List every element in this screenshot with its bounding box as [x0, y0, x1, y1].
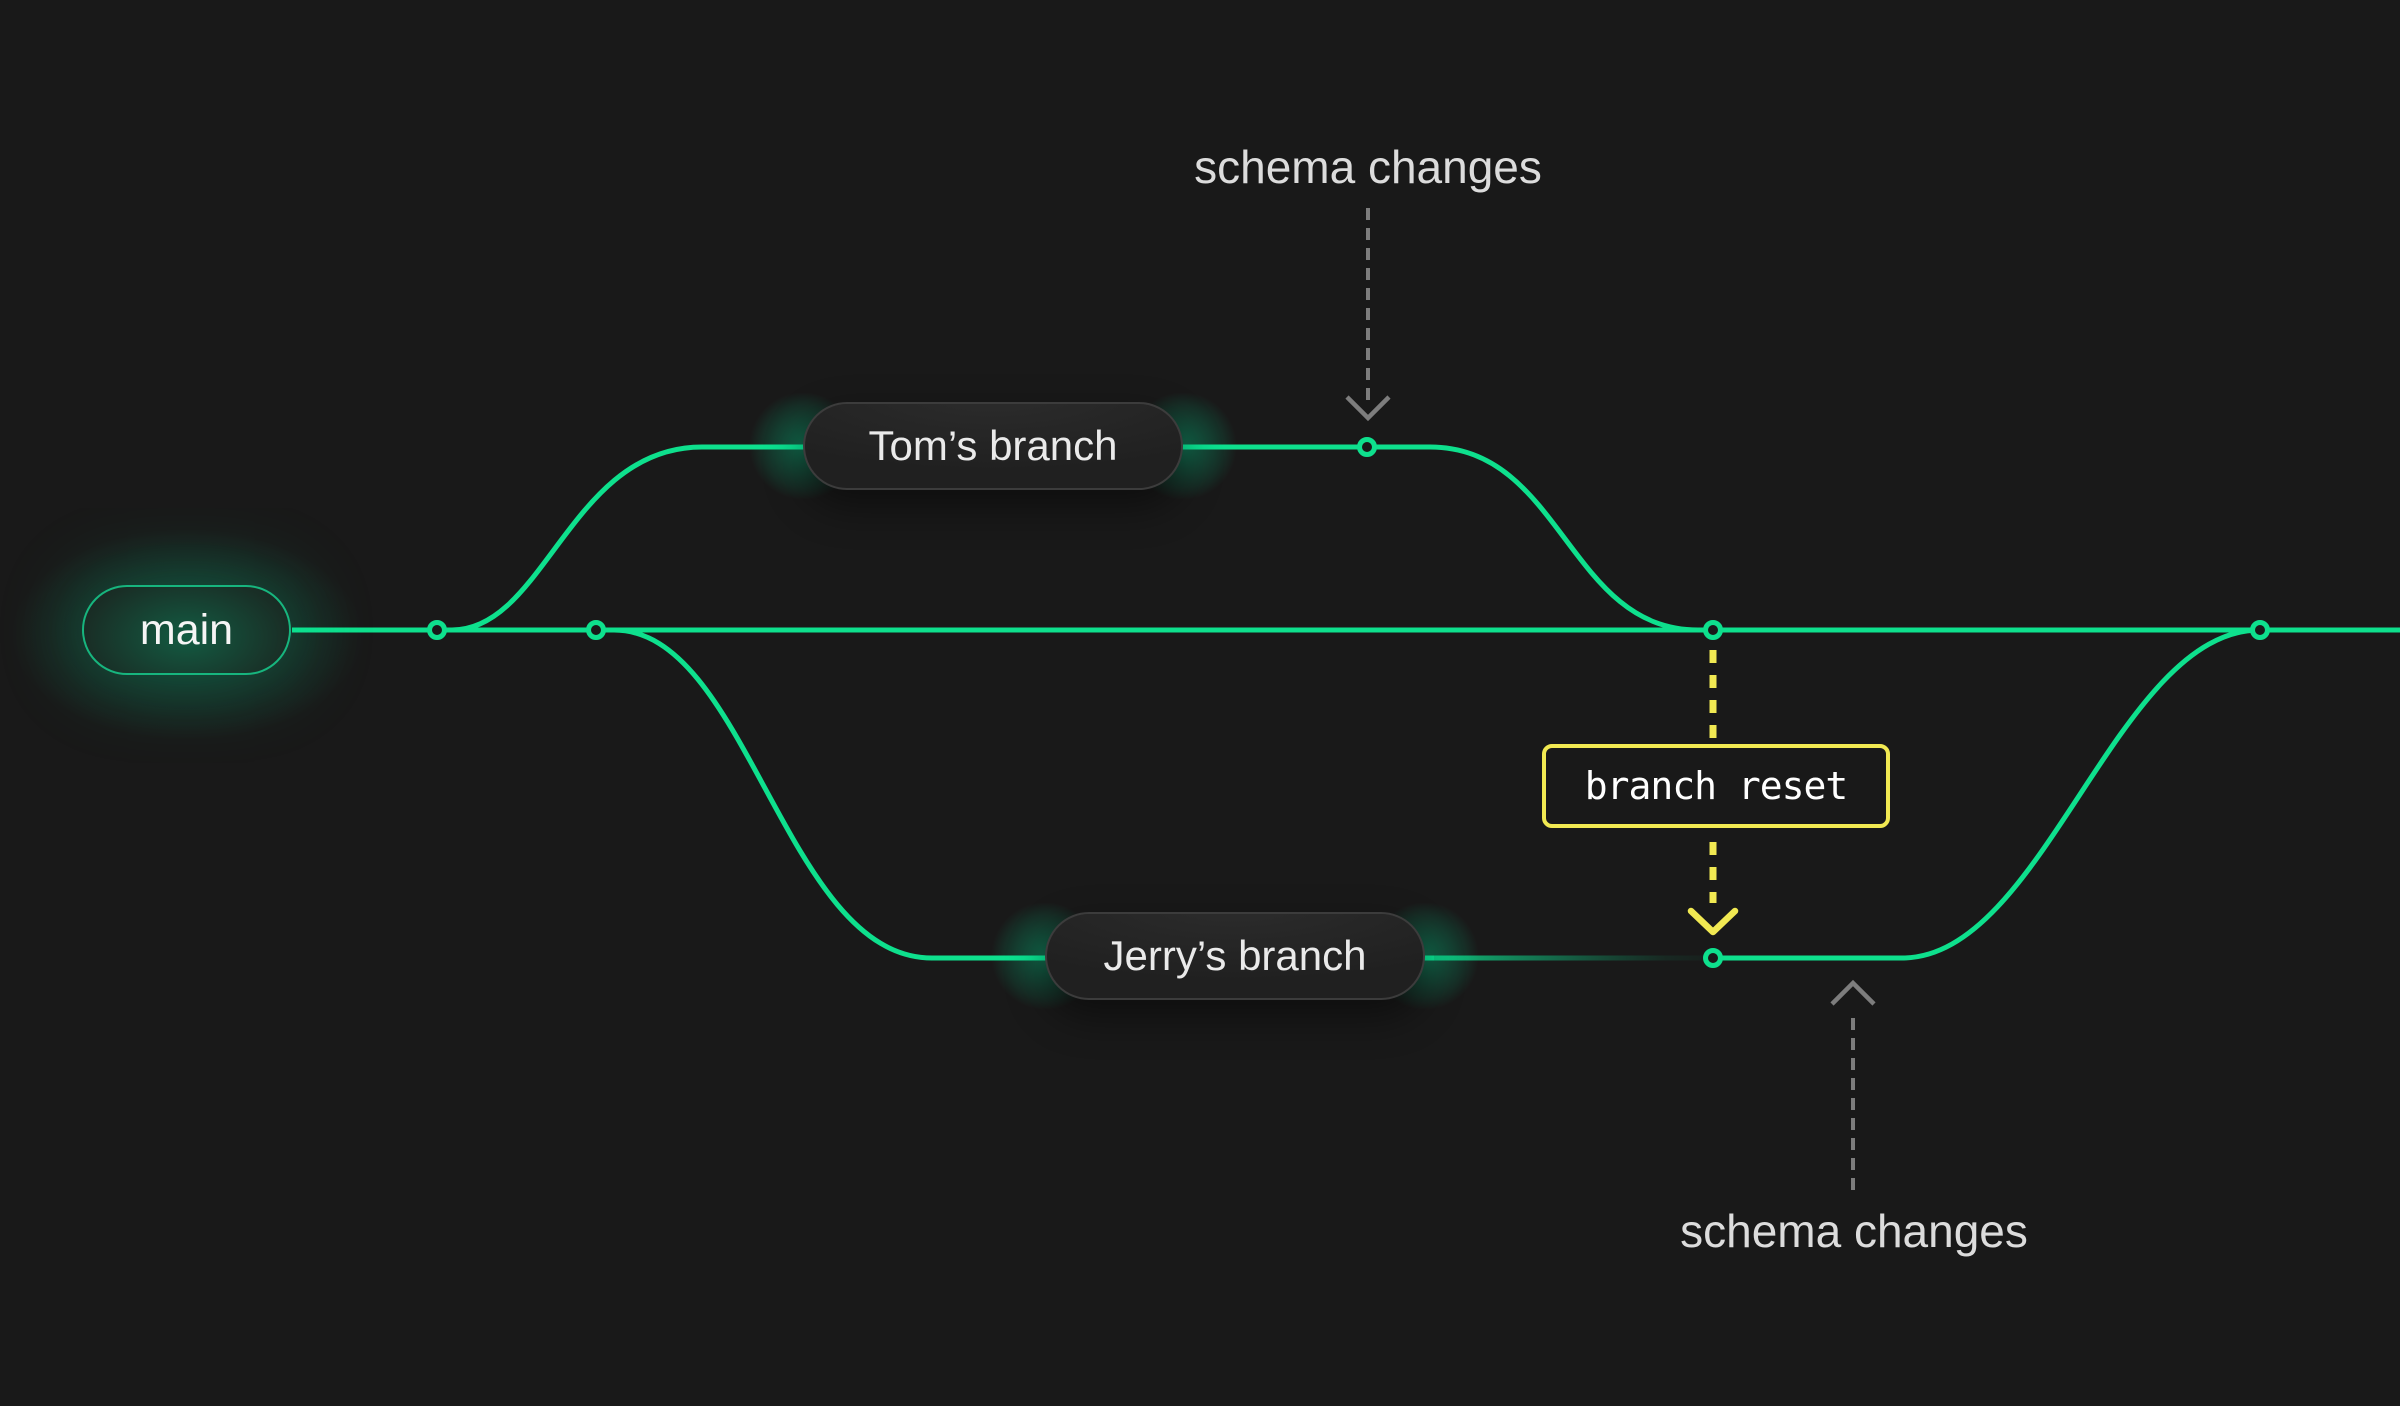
main-branch-pill: main	[82, 585, 291, 675]
schema-changes-top-label: schema changes	[1194, 141, 1542, 193]
branch-reset-arrowhead-icon	[1687, 907, 1739, 936]
tom-branch-label: Tom’s branch	[868, 422, 1118, 469]
main-branch-label: main	[139, 605, 234, 654]
jerry-branch-line-left	[613, 627, 1434, 961]
schema-changes-bottom-label: schema changes	[1680, 1205, 2028, 1257]
branch-reset-label: branch reset	[1584, 764, 1849, 808]
main-commit-dot-4	[2250, 620, 2270, 640]
schema-changes-bottom-arrowhead-icon	[1830, 979, 1876, 1006]
tom-branch-line	[451, 444, 1699, 633]
jerry-branch-pill: Jerry’s branch	[1045, 912, 1425, 1000]
tom-branch-commit-dot	[1357, 437, 1377, 457]
main-commit-dot-2	[586, 620, 606, 640]
jerry-branch-label: Jerry’s branch	[1103, 932, 1367, 979]
main-commit-dot-1	[427, 620, 447, 640]
jerry-branch-merge-line	[1713, 627, 2261, 961]
schema-changes-top-arrowhead-icon	[1345, 395, 1391, 422]
main-commit-dot-3	[1703, 620, 1723, 640]
branch-reset-box: branch reset	[1542, 744, 1890, 828]
tom-branch-pill: Tom’s branch	[803, 402, 1183, 490]
jerry-branch-commit-dot	[1703, 948, 1723, 968]
